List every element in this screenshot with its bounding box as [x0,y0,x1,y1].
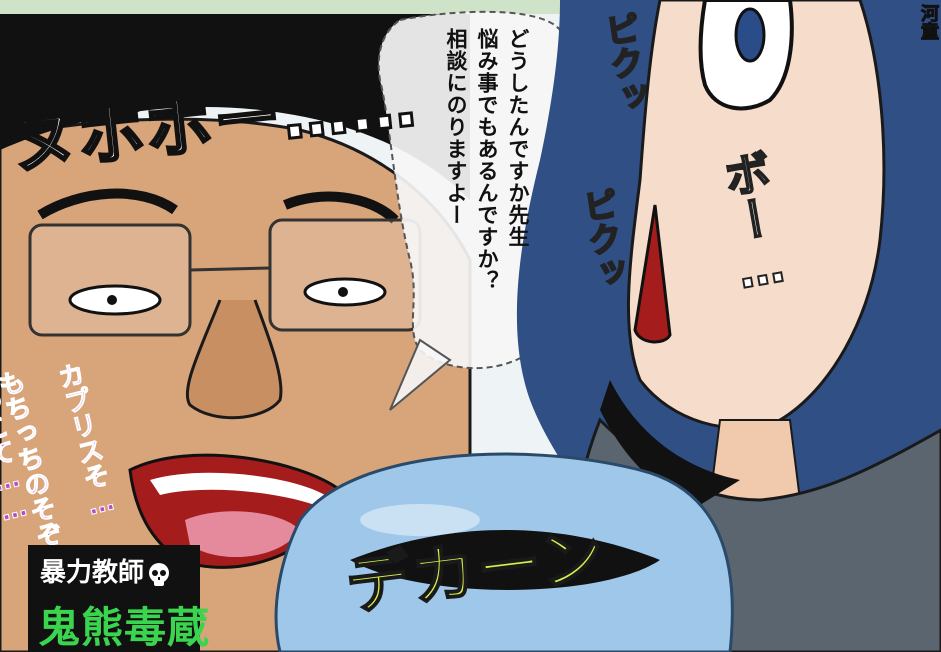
caption-role: 暴力教師 [40,558,145,588]
teacher-nose [185,299,283,420]
girl-mouth [633,204,672,344]
side-text: 河童 [918,4,940,41]
teacher-pupil-right [338,287,348,297]
girl-iris [734,7,766,63]
speech-line-3: 相談にのりますよー [444,28,468,226]
speech-text: どうしたんですか先生 悩み事でもあるんですか？ 相談にのりますよー [440,28,533,358]
balloon-highlight [360,504,480,536]
glasses-bridge [189,266,271,272]
teacher-eyebrow-right [283,191,399,224]
glasses-left-lens [28,223,192,337]
teacher-pupil-left [107,295,117,305]
speech-line-1: どうしたんですか先生 [506,28,530,248]
skull-icon [149,563,169,586]
caption-name: 鬼熊毒蔵 [38,603,211,652]
sfx-backing [350,530,660,590]
speech-bubble-tail [389,338,452,411]
teacher-eyebrow-left [37,188,178,220]
girl-collar [600,380,740,505]
speech-line-2: 悩み事でもあるんですか？ [475,28,499,292]
teacher-tongue [185,511,300,557]
teacher-hair [0,14,470,200]
glasses-right-lens [268,218,422,332]
teacher-teeth [150,472,325,505]
caption-box [28,545,200,652]
